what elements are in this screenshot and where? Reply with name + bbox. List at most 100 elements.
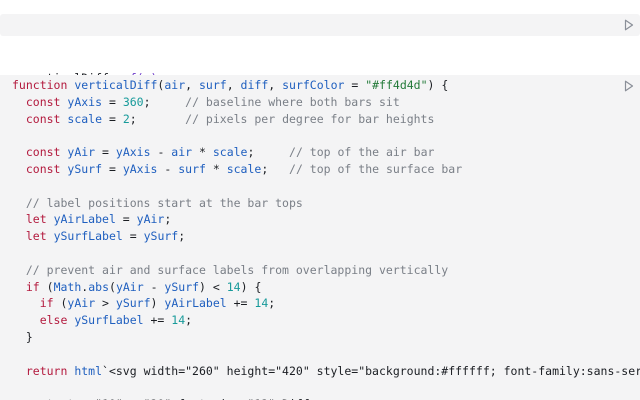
code-token: let [25, 229, 54, 244]
code-token: ySurfLabel [74, 313, 144, 328]
code-token: yAxis [67, 94, 103, 109]
code-token: const [25, 161, 68, 176]
code-token: html [74, 363, 103, 378]
code-token: ) < [199, 279, 227, 294]
code-line: else ySurfLabel += 14; [12, 312, 640, 329]
code-editor-cell[interactable]: function verticalDiff(air, surf, diff, s… [0, 75, 640, 400]
code-token [12, 196, 26, 210]
code-line [12, 245, 640, 262]
code-token: = [115, 212, 137, 227]
code-token: ; [247, 145, 290, 160]
code-token: - [150, 145, 172, 160]
code-token: ySurfLabel [53, 229, 123, 244]
code-token: = [95, 145, 116, 160]
code-token: // label positions start at the bar tops [25, 195, 303, 210]
code-token [12, 263, 26, 277]
code-token: diff [240, 78, 269, 92]
code-token [12, 212, 26, 226]
code-token [12, 162, 26, 176]
code-token: abs [88, 279, 109, 294]
code-token [12, 145, 26, 159]
code-line: // label positions start at the bar tops [12, 195, 640, 212]
code-token: // top of the air bar [289, 145, 435, 160]
code-line: return html`<svg width="260" height="420… [12, 363, 640, 380]
code-token: = [102, 94, 123, 109]
code-token: // top of the surface bar [289, 161, 463, 176]
code-token: yAxis [115, 145, 151, 160]
code-token: = [102, 111, 123, 126]
code-token: - [143, 279, 165, 294]
code-token: return [25, 363, 75, 378]
code-token: ) [150, 296, 165, 311]
code-token [12, 313, 40, 327]
code-token: 2 [122, 111, 130, 126]
code-token: scale [67, 111, 103, 126]
code-token: const [25, 94, 68, 109]
code-token: yAirLabel [164, 296, 227, 311]
code-token: "#ff4d4d" [365, 78, 428, 92]
code-token: scale [212, 145, 248, 160]
code-token: ; [129, 111, 186, 126]
code-token [12, 95, 26, 109]
code-token: ) { [240, 279, 262, 294]
code-token: function [12, 78, 75, 92]
code-token: , [226, 78, 241, 92]
code-token: scale [226, 161, 262, 176]
code-token: , [185, 78, 199, 92]
code-token: ( [157, 78, 165, 92]
code-token: air [171, 145, 193, 160]
code-token: yAxis [122, 161, 158, 176]
code-token: yAirLabel [53, 212, 116, 227]
code-line: const scale = 2; // pixels per degree fo… [12, 111, 640, 128]
code-token: 14 [171, 313, 186, 328]
code-token: surf [178, 161, 206, 176]
code-token: // prevent air and surface labels from o… [25, 262, 449, 277]
code-line: if (yAir > ySurf) yAirLabel += 14; [12, 295, 640, 312]
code-token: = [344, 78, 366, 92]
code-line: <text x="10" y="20" font-size="12">Diff [12, 396, 640, 400]
code-token: if [25, 279, 47, 294]
code-token: ( [46, 279, 54, 294]
code-line: let ySurfLabel = ySurf; [12, 228, 640, 245]
code-token: yAir [115, 279, 144, 294]
code-token: if [39, 296, 61, 311]
code-token: ySurf [143, 229, 179, 244]
code-token: yAir [136, 212, 165, 227]
code-line [12, 127, 640, 144]
code-token [12, 296, 40, 310]
code-token: ; [185, 313, 193, 328]
code-line: } [12, 329, 640, 346]
code-token: yAir [67, 296, 96, 311]
code-token: let [25, 212, 54, 227]
code-token: <text x="10" y="20" font-size="12">Diff [12, 397, 310, 400]
code-token [12, 112, 26, 126]
code-token: 14 [226, 279, 241, 294]
code-token: = [122, 229, 144, 244]
code-token [12, 229, 26, 243]
code-token: ; [268, 296, 276, 311]
collapsed-cell[interactable] [0, 14, 640, 36]
code-token: ySurf [67, 161, 103, 176]
code-token [12, 280, 26, 294]
code-token: ; [143, 94, 186, 109]
play-outline-icon[interactable] [624, 19, 634, 31]
code-token: else [39, 313, 75, 328]
code-line: // prevent air and surface labels from o… [12, 262, 640, 279]
code-token: * [192, 145, 213, 160]
cell-output[interactable]: verticalDiff = ƒ(…) [12, 54, 158, 85]
code-token: . [81, 279, 89, 294]
code-line [12, 178, 640, 195]
code-token: yAir [67, 145, 96, 160]
code-token: ; [261, 161, 290, 176]
code-line: function verticalDiff(air, surf, diff, s… [12, 77, 640, 94]
code-token: `<svg width="260" height="420" style="ba… [102, 363, 640, 378]
code-token: const [25, 145, 68, 160]
code-token: ySurf [115, 296, 151, 311]
play-outline-icon[interactable] [624, 80, 634, 92]
code-token: 360 [122, 94, 144, 109]
code-token: } [12, 329, 33, 344]
code-token [12, 364, 26, 378]
code-token: Math [53, 279, 82, 294]
code-token: surf [198, 78, 227, 92]
code-editor[interactable]: function verticalDiff(air, surf, diff, s… [12, 77, 640, 400]
